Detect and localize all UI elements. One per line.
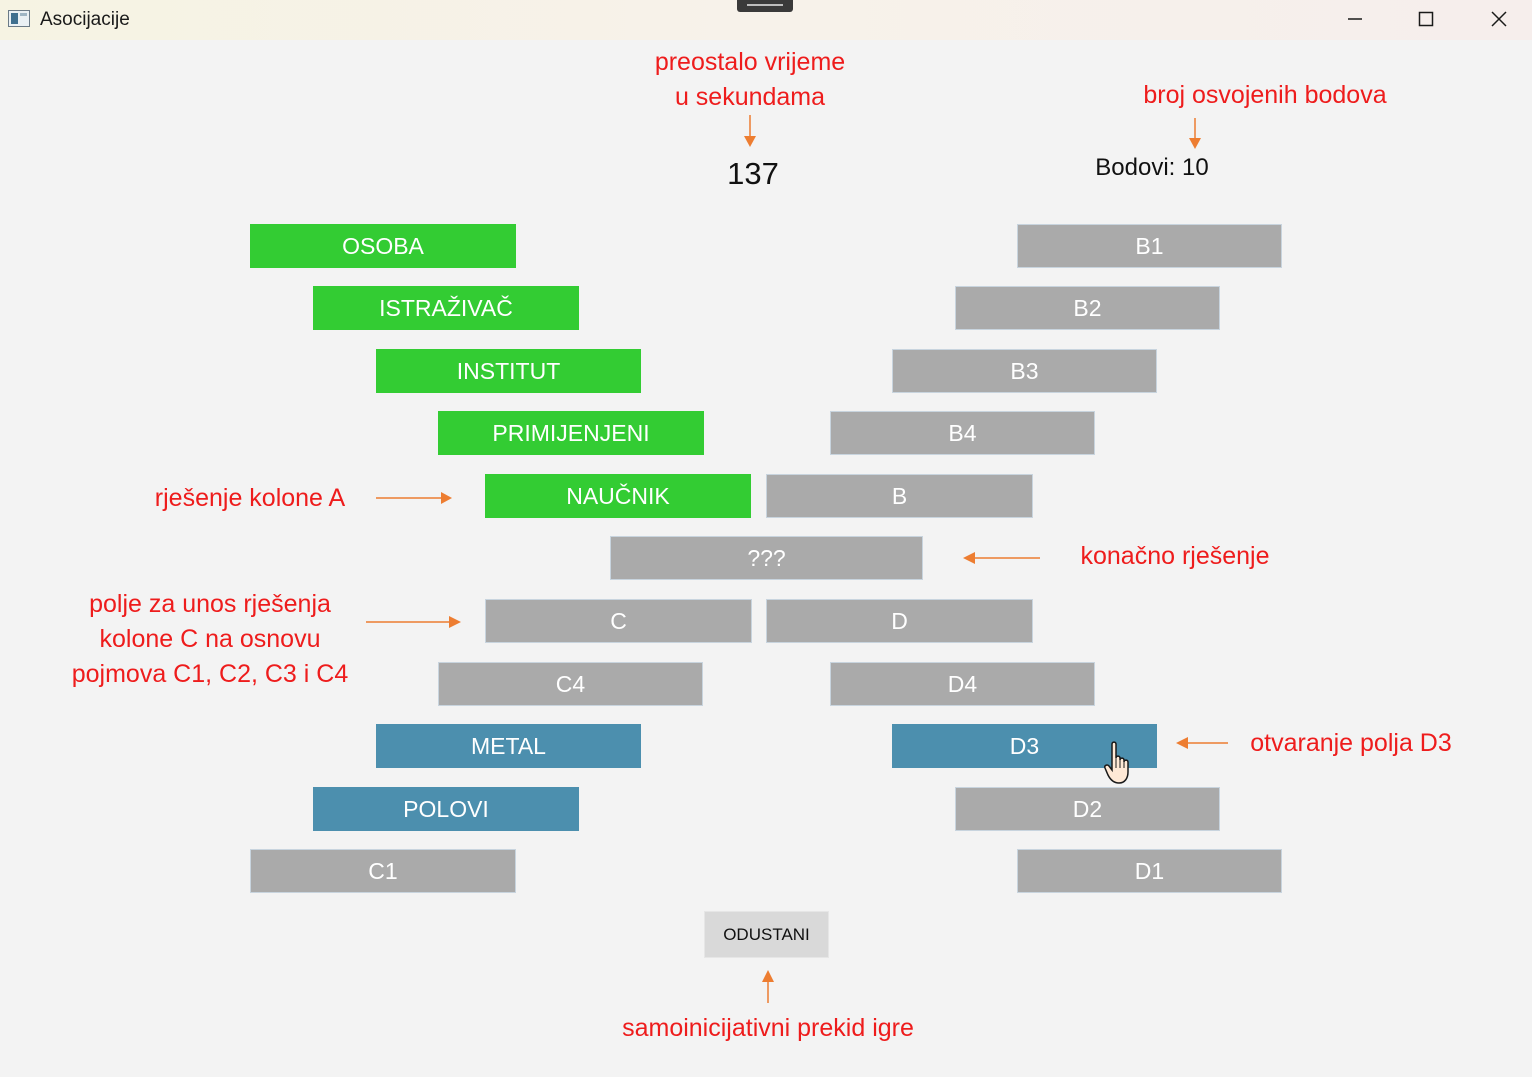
field-b3[interactable]: B3: [892, 349, 1157, 393]
annotation-time: preostalo vrijeme u sekundama: [600, 45, 900, 115]
give-up-button[interactable]: ODUSTANI: [704, 911, 829, 958]
close-icon: [1491, 11, 1507, 27]
field-b4[interactable]: B4: [830, 411, 1095, 455]
score-display: Bodovi: 10: [1082, 154, 1222, 182]
title-bar: Asocijacije: [0, 0, 1532, 40]
minimize-icon: [1348, 18, 1362, 20]
score-value: 10: [1182, 154, 1209, 181]
field-a2[interactable]: ISTRAŽIVAČ: [313, 286, 579, 330]
annotation-final-solution: konačno rješenje: [1080, 542, 1270, 570]
field-d4[interactable]: D4: [830, 662, 1095, 706]
field-c1[interactable]: C1: [250, 849, 516, 893]
final-solution-field[interactable]: ???: [610, 536, 923, 580]
annotation-input-line1: polje za unos rješenja: [89, 590, 331, 618]
field-a1[interactable]: OSOBA: [250, 224, 516, 268]
solution-b-field[interactable]: B: [766, 474, 1033, 518]
window-title: Asocijacije: [40, 9, 130, 30]
annotation-time-line2: u sekundama: [674, 83, 826, 111]
field-d2[interactable]: D2: [955, 787, 1220, 831]
solution-c-field[interactable]: C: [485, 599, 752, 643]
annotation-give-up: samoinicijativni prekid igre: [622, 1014, 914, 1042]
close-button[interactable]: [1469, 0, 1529, 38]
solution-d-field[interactable]: D: [766, 599, 1033, 643]
annotation-points: broj osvojenih bodova: [1143, 81, 1387, 109]
field-a3[interactable]: INSTITUT: [376, 349, 641, 393]
remaining-time: 137: [727, 156, 779, 191]
maximize-icon: [1418, 11, 1434, 27]
annotation-input-line2: kolone C na osnovu: [99, 625, 321, 653]
field-b1[interactable]: B1: [1017, 224, 1282, 268]
field-a4[interactable]: PRIMIJENJENI: [438, 411, 704, 455]
annotation-time-line1: preostalo vrijeme: [654, 48, 846, 76]
app-icon: [8, 10, 30, 27]
field-d1[interactable]: D1: [1017, 849, 1282, 893]
annotation-input-line3: pojmova C1, C2, C3 i C4: [71, 660, 349, 688]
field-c2[interactable]: POLOVI: [313, 787, 579, 831]
snap-grip-handle[interactable]: [737, 0, 793, 12]
minimize-button[interactable]: [1325, 0, 1385, 38]
field-b2[interactable]: B2: [955, 286, 1220, 330]
hand-pointer-icon: [1104, 741, 1129, 784]
field-c3[interactable]: METAL: [376, 724, 641, 768]
annotation-solution-a: rješenje kolone A: [154, 484, 346, 512]
solution-a-field[interactable]: NAUČNIK: [485, 474, 751, 518]
annotation-input-field: polje za unos rješenja kolone C na osnov…: [50, 587, 370, 692]
annotation-open-d3: otvaranje polja D3: [1250, 729, 1452, 757]
field-c4[interactable]: C4: [438, 662, 703, 706]
score-label: Bodovi:: [1095, 154, 1176, 181]
maximize-button[interactable]: [1396, 0, 1456, 38]
